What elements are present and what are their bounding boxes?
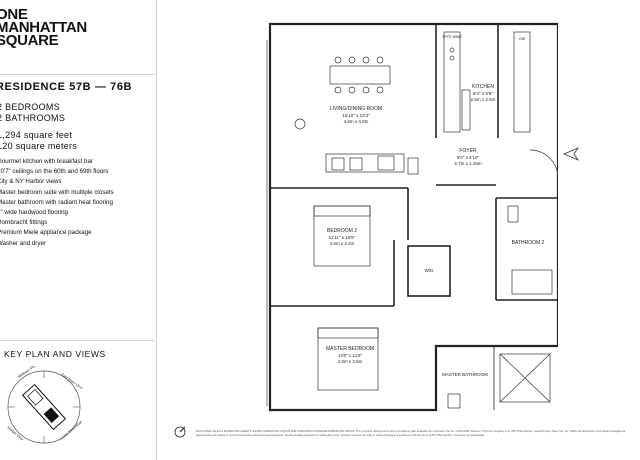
divider [0,74,155,75]
room-name-kitchen: KITCHEN [472,84,494,90]
feature-item: Washer and dryer [0,239,46,247]
room-name-living: LIVING/DINING ROOM [330,106,382,112]
key-plan-title: KEY PLAN AND VIEWS [4,349,106,359]
room-size-imperial: 11'11" x 10'5" [329,235,356,240]
square-meters: 120 square meters [0,141,78,151]
room-size-metric: 3.6m x 3.2m [330,241,355,246]
brand-line-3: SQUARE [0,32,59,49]
feature-item: Dornbracht fittings [0,219,48,227]
room-size-metric: 4.3m x 3.5m [338,359,363,364]
room-size-imperial: 15'10" x 13'3" [342,113,370,118]
floor-plan: LIVING/DINING ROOM 15'10" x 13'3" 4.6m x… [258,10,560,430]
room-name-master-bedroom: MASTER BEDROOM [326,346,374,352]
brand-logo: ONE MANHATTAN SQUARE [0,6,87,49]
room-name-master-bathroom: MASTER BATHROOM [442,372,488,377]
bathroom-count: 2 BATHROOMS [0,113,66,123]
divider [0,340,155,341]
feature-item: Gourmet kitchen with breakfast bar [0,158,93,165]
bedroom-count: 2 BEDROOMS [0,102,61,112]
view-label: Harbor View [6,426,24,442]
feature-item: Master bedroom suite with multiple close… [0,188,114,196]
residence-title: RESIDENCE 57B — 76B [0,81,133,93]
sidebar-divider [156,0,157,460]
floor-plan-drawing: LIVING/DINING ROOM 15'10" x 13'3" 4.6m x… [266,22,560,412]
room-size-imperial: 8'4" x 8'8" [473,91,493,96]
appliance-label: OW [519,37,526,41]
view-label: Lower Manhattan [59,420,83,441]
entry-arrow-icon [562,147,580,161]
brand-line-1: ONE [0,6,28,23]
room-name-bathroom2: BATHROOM 2 [512,240,545,246]
room-size-metric: 2.7m x 1.25m [454,161,482,166]
room-name-wd: W/D [425,268,434,273]
feature-list: Gourmet kitchen with breakfast bar 10'7"… [0,157,114,249]
unit-area: 1,294 square feet 120 square meters [0,130,77,152]
view-label: East River View [60,373,83,391]
room-size-metric: 2.5m x 2.6m [471,97,496,102]
feature-item: 7" wide hardwood flooring [0,209,68,217]
feature-item: Premium Miele appliance package [0,229,92,237]
room-name-foyer: FOYER [459,148,477,154]
feature-item: City & NY Harbor views [0,178,62,186]
room-size-imperial: 9'0" x 4'10" [457,155,480,160]
legal-disclaimer: EXCLUSIVE SALES & MARKETING AGENTS: EXTE… [196,430,626,437]
info-sidebar: ONE MANHATTAN SQUARE RESIDENCE 57B — 76B… [0,0,155,460]
north-arrow-icon [174,426,186,438]
feature-item: 10'7" ceilings on the 60th and 69th floo… [0,168,109,176]
feature-item: Master bathroom with radiant heat floori… [0,198,113,206]
room-size-imperial: 14'0" x 11'6" [338,353,363,358]
key-plan-compass: Midtown View East River View Harbor View… [3,363,85,448]
brand-line-2: MANHATTAN [0,19,87,36]
square-feet: 1,294 square feet [0,130,73,140]
room-name-bedroom2: BEDROOM 2 [327,228,357,234]
room-size-metric: 4.6m x 4.0m [344,119,369,124]
unit-layout: 2 BEDROOMS 2 BATHROOMS [0,102,65,124]
appliance-label: SPOT WINE [442,35,462,39]
